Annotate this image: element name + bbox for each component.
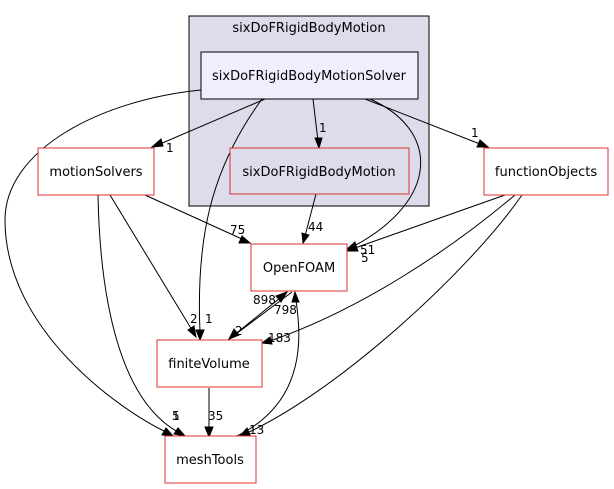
edge-label: 2 [190,312,198,326]
arrowhead [150,138,164,148]
arrowhead [238,235,252,244]
edge-label: 798 [274,303,297,317]
node-openfoam[interactable]: OpenFOAM [250,243,348,292]
edge-solver-inner [312,98,319,142]
edge-label: 35 [208,409,223,423]
edge-functionobjects-finitevolume [269,194,516,342]
edge-functionobjects-meshtools [246,194,523,434]
node-motionsolvers[interactable]: motionSolvers [37,147,155,196]
edge-label: 5 [172,409,180,423]
arrowhead [173,427,187,437]
edge-label: 51 [360,243,375,257]
edge-label: 1 [172,409,180,423]
edge-motionsolvers-openfoam [144,194,243,240]
node-box [156,339,263,388]
edge-solver-meshtools [4,89,202,433]
arrowhead [195,329,205,342]
arrowhead [187,325,197,339]
edge-label: 13 [249,423,264,437]
node-meshtools[interactable]: meshTools [164,435,257,484]
edge-openfoam-finitevolume [235,291,293,335]
edge-label: 44 [308,220,323,234]
edge-label: 1 [471,126,479,140]
arrowhead [314,137,323,150]
edge-solver-openfoam [353,98,421,247]
cluster-title: sixDoFRigidBodyMotion [232,21,385,36]
arrowhead [275,291,289,303]
edge-solver-finitevolume [198,98,263,333]
edge-label: 183 [268,331,291,345]
node-box [229,147,410,195]
edge-label: 75 [230,223,245,237]
arrowhead [260,336,273,345]
node-label: OpenFOAM [263,261,335,276]
node-sixdofrigidbodymotionsolver[interactable]: sixDoFRigidBodyMotionSolver [200,51,419,100]
node-label: motionSolvers [49,165,142,180]
arrowhead [476,139,490,148]
node-box [483,147,609,196]
edge-solver-motionsolvers [159,98,266,145]
node-label: finiteVolume [168,357,250,372]
node-functionobjects[interactable]: functionObjects [483,147,609,196]
arrowhead [291,290,300,303]
arrowhead [301,232,310,245]
edge-label: 5 [361,251,369,265]
arrowhead [227,328,240,340]
edge-label: 1 [205,312,213,326]
edge-meshtools-openfoam [236,299,300,437]
edges: 1 1 1 5 1 1 44 75 2 [4,89,523,439]
node-finitevolume[interactable]: finiteVolume [156,339,263,388]
node-label: functionObjects [495,165,597,180]
node-sixdofrigidbodymotion[interactable]: sixDoFRigidBodyMotion [229,147,410,195]
arrowhead [204,426,214,439]
edge-label: 898 [253,293,276,307]
arrowhead [161,427,175,437]
edge-motionsolvers-finitevolume [109,194,193,331]
edge-label: 1 [166,141,174,155]
node-label: meshTools [176,453,244,468]
node-box [200,51,419,100]
edge-label: 2 [235,324,243,338]
node-label: sixDoFRigidBodyMotionSolver [212,69,407,84]
edge-inner-openfoam [304,193,317,237]
node-label: sixDoFRigidBodyMotion [242,165,395,180]
edge-motionsolvers-meshtools [97,194,179,433]
edge-label: 1 [319,121,327,135]
arrowhead [345,243,359,252]
node-box [37,147,155,196]
edge-functionobjects-openfoam [354,194,506,249]
node-box [250,243,348,292]
node-box [164,435,257,484]
